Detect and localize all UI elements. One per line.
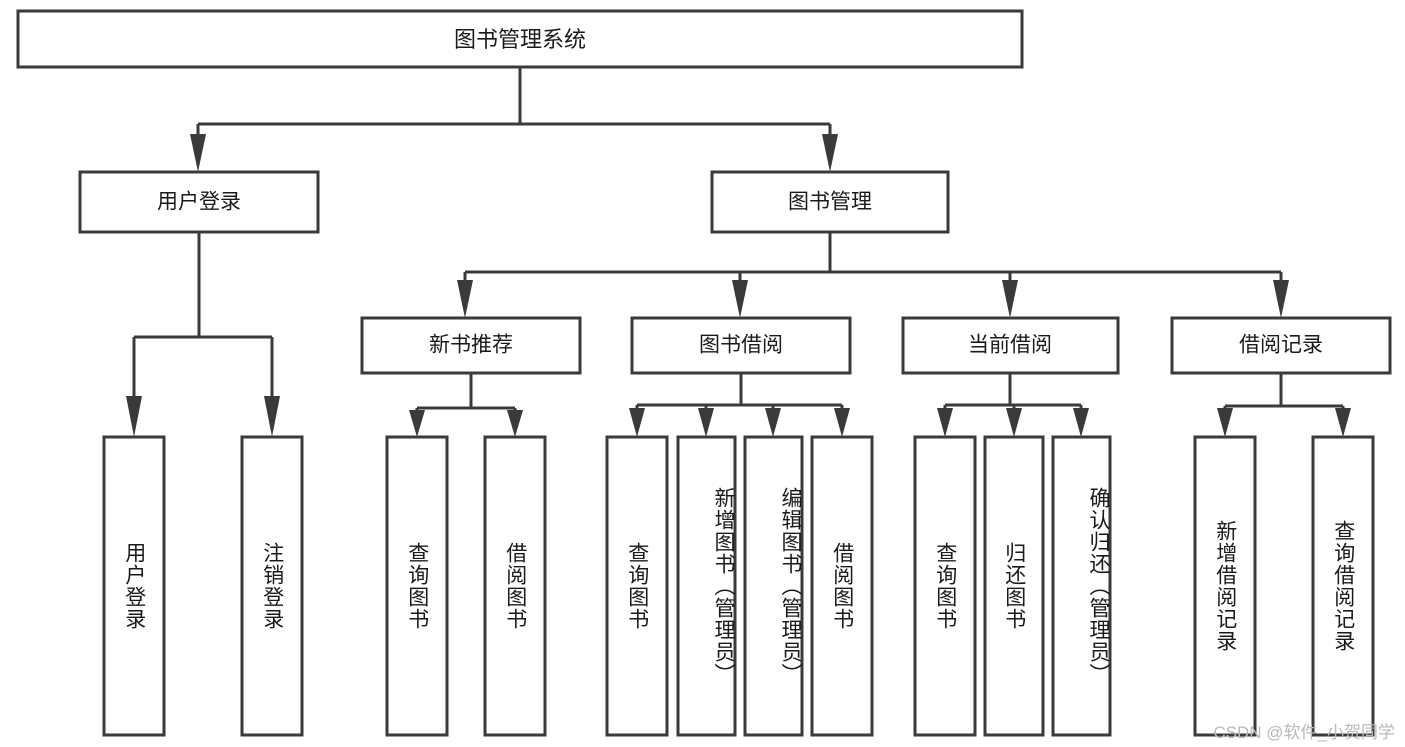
node-root[interactable]: 图书管理系统 [16, 9, 1024, 69]
arrow-head-icon [1217, 408, 1233, 437]
node-leaf-add-record-box[interactable] [1193, 435, 1257, 737]
node-leaf-query-book-2[interactable] [605, 435, 669, 737]
node-leaf-add-book-box[interactable] [676, 435, 737, 737]
node-current-borrow[interactable]: 当前借阅 [901, 316, 1120, 375]
arrow-head-icon [629, 408, 645, 437]
arrow-head-icon [698, 408, 714, 437]
arrow-head-icon [457, 280, 473, 318]
node-borrow-record-label: 借阅记录 [1239, 334, 1323, 357]
arrow-head-icon [834, 408, 850, 437]
node-leaf-return-book-box[interactable] [983, 435, 1045, 737]
node-user-login-box[interactable] [78, 170, 320, 234]
node-leaf-return-book[interactable] [983, 435, 1045, 737]
node-book-management[interactable]: 图书管理 [710, 170, 950, 234]
node-leaf-add-book[interactable] [676, 435, 737, 737]
node-leaf-query-book-2-box[interactable] [605, 435, 669, 737]
node-leaf-confirm-return-box[interactable] [1051, 435, 1112, 737]
arrow-head-icon [1335, 408, 1351, 437]
arrow-head-icon [822, 134, 838, 172]
arrow-head-icon [732, 280, 748, 318]
connector-book-borrow-to-leaves [629, 373, 850, 437]
node-root-box[interactable] [16, 9, 1024, 69]
connector-current-borrow-to-leaves [937, 373, 1089, 437]
arrow-head-icon [409, 410, 425, 437]
connector-book-management-to-level2 [457, 232, 1289, 318]
node-leaf-query-record[interactable] [1311, 435, 1375, 737]
arrow-head-icon [1073, 408, 1089, 437]
connector-new-book-recommend-to-leaves [409, 373, 523, 437]
arrow-head-icon [264, 396, 280, 437]
node-borrow-record[interactable]: 借阅记录 [1170, 316, 1392, 375]
arrow-head-icon [765, 408, 781, 437]
connector-borrow-record-to-leaves [1217, 373, 1351, 437]
node-leaf-query-book-3-box[interactable] [913, 435, 977, 737]
watermark-text: CSDN @软件_小贺同学 [1213, 723, 1395, 742]
node-current-borrow-box[interactable] [901, 316, 1120, 375]
node-new-book-recommend-label: 新书推荐 [429, 334, 513, 357]
node-new-book-recommend[interactable]: 新书推荐 [360, 316, 582, 375]
node-new-book-recommend-box[interactable] [360, 316, 582, 375]
node-root-label: 图书管理系统 [454, 27, 586, 52]
node-leaf-borrow-book-1-box[interactable] [483, 435, 547, 737]
node-user-login[interactable]: 用户登录 [78, 170, 320, 234]
node-book-borrow[interactable]: 图书借阅 [630, 316, 852, 375]
arrow-head-icon [1273, 280, 1289, 318]
node-leaf-query-record-box[interactable] [1311, 435, 1375, 737]
connector-user-login-to-leaves [126, 232, 280, 437]
node-leaf-borrow-book-2-box[interactable] [810, 435, 874, 737]
node-leaf-edit-book[interactable] [743, 435, 804, 737]
node-book-borrow-label: 图书借阅 [699, 334, 783, 357]
node-leaf-logout-login-box[interactable] [240, 435, 304, 737]
arrow-head-icon [507, 410, 523, 437]
arrow-head-icon [190, 134, 206, 172]
arrow-head-icon [1002, 280, 1018, 318]
node-current-borrow-label: 当前借阅 [968, 334, 1052, 357]
node-leaf-confirm-return[interactable] [1051, 435, 1112, 737]
arrow-head-icon [937, 408, 953, 437]
node-leaf-query-book-1-box[interactable] [385, 435, 449, 737]
node-leaf-add-record[interactable] [1193, 435, 1257, 737]
node-leaf-user-login[interactable] [102, 435, 166, 737]
node-user-login-label: 用户登录 [157, 191, 241, 214]
node-leaf-user-login-box[interactable] [102, 435, 166, 737]
arrow-head-icon [1006, 408, 1022, 437]
node-leaf-query-book-1[interactable] [385, 435, 449, 737]
node-leaf-logout-login[interactable] [240, 435, 304, 737]
node-leaf-query-book-3[interactable] [913, 435, 977, 737]
node-leaf-borrow-book-2[interactable] [810, 435, 874, 737]
connector-root-to-level1 [190, 67, 838, 172]
arrow-head-icon [126, 396, 142, 437]
node-leaf-borrow-book-1[interactable] [483, 435, 547, 737]
node-leaf-edit-book-box[interactable] [743, 435, 804, 737]
node-book-management-label: 图书管理 [788, 191, 872, 214]
